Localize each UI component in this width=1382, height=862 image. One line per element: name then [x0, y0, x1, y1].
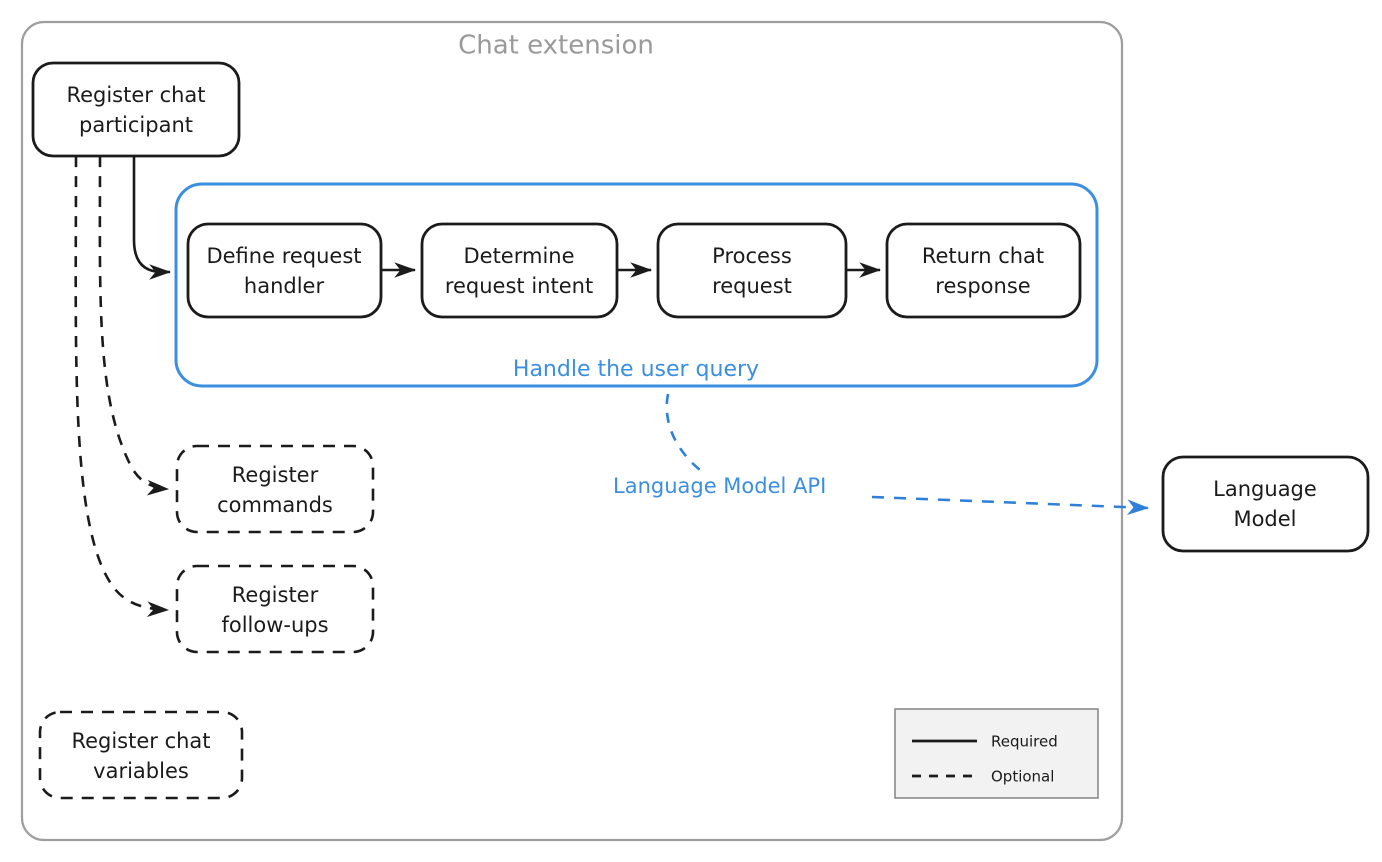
node-process-request[interactable]: Process request: [656, 222, 848, 319]
node-label-line2: request intent: [445, 274, 593, 298]
edge-participant-to-commands: [98, 155, 170, 496]
node-label-line1: Register chat: [71, 729, 210, 753]
node-border: [31, 61, 241, 158]
node-label-line1: Return chat: [922, 244, 1044, 268]
edge-language-model-api: Language Model API: [613, 393, 1150, 515]
node-border: [175, 564, 375, 654]
handle-user-query-border: [174, 182, 1099, 388]
edge-participant-to-handler: [132, 156, 172, 280]
edge-participant-to-followups: [74, 155, 170, 617]
handle-user-query-group: Handle the user query: [174, 182, 1099, 388]
node-label-line2: variables: [93, 759, 189, 783]
node-border: [1161, 455, 1370, 553]
node-border: [175, 444, 375, 534]
legend-required-label: Required: [991, 733, 1058, 751]
node-label-line1: Register: [232, 583, 319, 607]
node-label-line1: Determine: [463, 244, 574, 268]
node-label-line2: commands: [217, 493, 333, 517]
node-label-line2: response: [935, 274, 1030, 298]
node-label-line1: Process: [712, 244, 792, 268]
node-register-commands[interactable]: Register commands: [175, 444, 375, 534]
node-define-request-handler[interactable]: Define request handler: [186, 222, 383, 319]
node-border: [656, 222, 848, 319]
node-label-line2: request: [712, 274, 792, 298]
legend-background: [894, 708, 1099, 799]
node-register-chat-participant[interactable]: Register chat participant: [31, 61, 241, 158]
handle-user-query-label: Handle the user query: [513, 357, 759, 382]
node-label-line1: Register chat: [66, 83, 205, 107]
node-determine-request-intent[interactable]: Determine request intent: [420, 222, 619, 319]
language-model-api-label: Language Model API: [613, 474, 826, 498]
node-register-follow-ups[interactable]: Register follow-ups: [175, 564, 375, 654]
node-register-chat-variables[interactable]: Register chat variables: [38, 710, 244, 800]
node-label-line2: handler: [244, 274, 325, 298]
node-label-line2: Model: [1233, 507, 1296, 531]
node-border: [186, 222, 383, 319]
node-label-line1: Register: [232, 463, 319, 487]
node-label-line1: Language: [1213, 477, 1317, 501]
container-title: Chat extension: [458, 31, 654, 61]
node-border: [38, 710, 244, 800]
node-return-chat-response[interactable]: Return chat response: [885, 222, 1082, 319]
node-label-line1: Define request: [206, 244, 361, 268]
node-label-line2: follow-ups: [221, 613, 328, 637]
node-label-line2: participant: [79, 113, 193, 137]
legend-optional-label: Optional: [991, 768, 1054, 786]
node-language-model[interactable]: Language Model: [1161, 455, 1370, 553]
node-border: [420, 222, 619, 319]
node-border: [885, 222, 1082, 319]
legend: Required Optional: [894, 708, 1099, 799]
